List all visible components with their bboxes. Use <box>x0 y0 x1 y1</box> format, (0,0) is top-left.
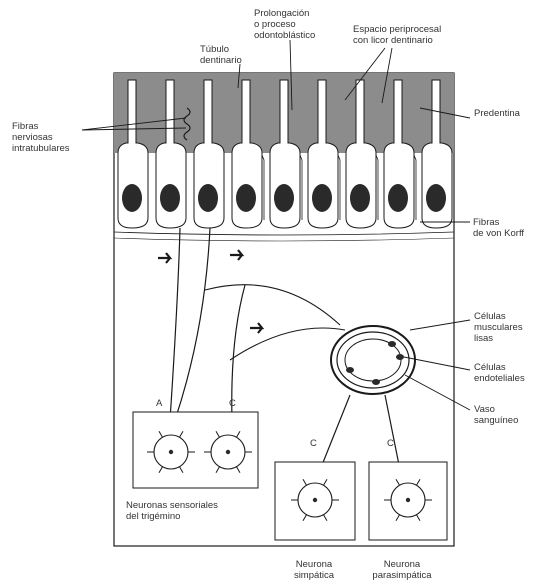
sensory-fiber-to-vessel-2 <box>205 285 340 325</box>
odontoblast-nucleus <box>388 184 408 212</box>
label-box-c-parasympathetic: C <box>387 438 394 449</box>
label-fibras-von-korff: Fibras de von Korff <box>473 217 524 239</box>
blood-vessel <box>331 326 415 394</box>
label-predentina: Predentina <box>474 108 520 119</box>
odontoblast-nucleus <box>160 184 180 212</box>
label-neurona-simpatica: Neurona simpática <box>280 559 348 581</box>
label-tubulo-dentinario: Túbulo dentinario <box>200 44 242 66</box>
sensory-fiber-a <box>170 228 180 420</box>
flow-arrow <box>158 253 170 263</box>
odontoblast-nucleus <box>274 184 294 212</box>
odontoblast-nucleus <box>312 184 332 212</box>
label-neuronas-sensoriales: Neuronas sensoriales del trigémino <box>126 500 218 522</box>
label-espacio-periprocesal: Espacio periprocesal con licor dentinari… <box>353 24 441 46</box>
sensory-fiber-to-vessel <box>230 328 345 360</box>
odontoblast-nucleus <box>122 184 142 212</box>
leader-line <box>405 375 470 410</box>
label-celulas-musculares: Células musculares lisas <box>474 311 523 344</box>
label-prolongacion: Prolongación o proceso odontoblástico <box>254 8 315 41</box>
label-celulas-endoteliales: Células endoteliales <box>474 362 525 384</box>
label-box-c-sensory: C <box>229 398 236 409</box>
endothelial-nucleus <box>346 367 354 373</box>
odontoblast-nucleus <box>426 184 446 212</box>
neuron-nucleus <box>406 498 410 502</box>
endothelial-nucleus <box>372 379 380 385</box>
endothelial-nucleus <box>388 341 396 347</box>
subodontoblastic-line-2 <box>114 238 454 241</box>
neuron-nucleus <box>226 450 230 454</box>
odontoblast-nucleus <box>198 184 218 212</box>
flow-arrow <box>250 323 262 333</box>
neuron-nucleus <box>313 498 317 502</box>
subodontoblastic-line-1 <box>114 232 454 235</box>
label-box-a: A <box>156 398 162 409</box>
label-vaso-sanguineo: Vaso sanguíneo <box>474 404 518 426</box>
odontoblast-nucleus <box>236 184 256 212</box>
sensory-fiber-a2 <box>175 228 210 420</box>
leader-line <box>410 320 470 330</box>
neuron-nucleus <box>169 450 173 454</box>
label-box-c-sympathetic: C <box>310 438 317 449</box>
odontoblast-nucleus <box>350 184 370 212</box>
label-fibras-nerviosas: Fibras nerviosas intratubulares <box>12 121 70 154</box>
parasympathetic-fiber <box>385 395 400 470</box>
endothelial-nucleus <box>396 354 404 360</box>
sympathetic-fiber <box>320 395 350 470</box>
label-neurona-parasimpatica: Neurona parasimpática <box>360 559 444 581</box>
flow-arrow <box>230 250 242 260</box>
